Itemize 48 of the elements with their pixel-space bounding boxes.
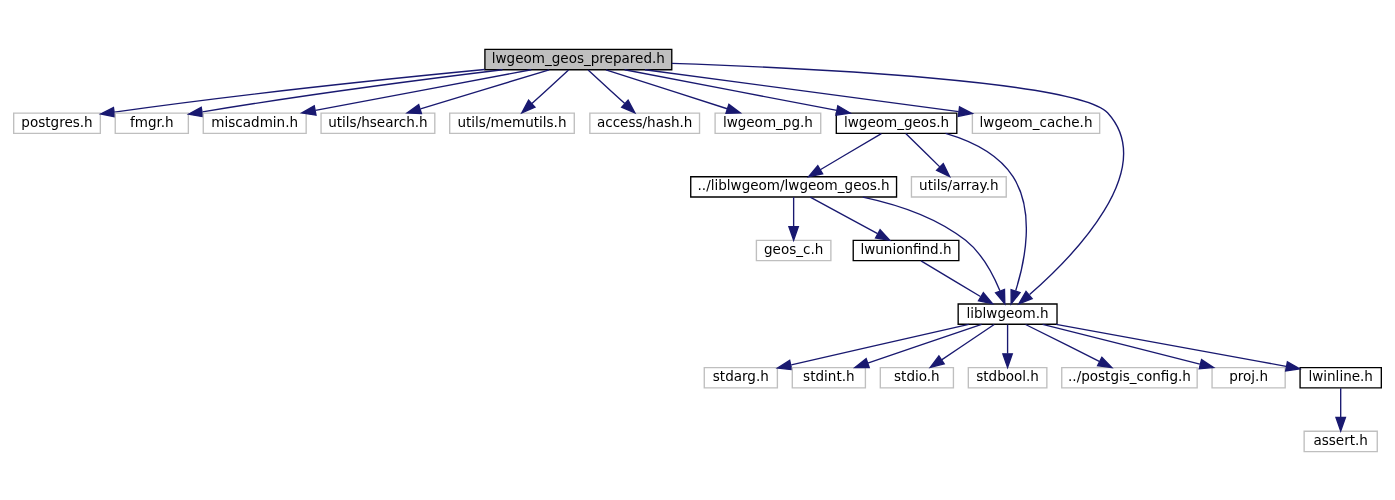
arrow — [405, 68, 550, 114]
node-box: lwgeom_geos_prepared.h — [484, 48, 673, 70]
arrow — [587, 68, 637, 114]
arrow — [1024, 323, 1114, 368]
arrow — [806, 132, 883, 178]
node-box: stdio.h — [879, 366, 955, 389]
arrow — [299, 68, 532, 116]
arrow — [1041, 323, 1216, 370]
node-box: postgres.h — [13, 111, 101, 134]
arrow — [520, 68, 570, 114]
node-box: stdarg.h — [703, 366, 779, 389]
node-box: assert.h — [1303, 430, 1378, 452]
node-box: lwgeom_pg.h — [714, 111, 822, 134]
arrow — [905, 132, 952, 178]
arrow — [809, 196, 892, 241]
arrow — [920, 259, 995, 305]
arrow — [775, 323, 970, 370]
node-box: utils/memutils.h — [449, 111, 575, 134]
arrow — [1335, 386, 1347, 433]
node-box: lwgeom_geos.h — [835, 111, 958, 134]
node-box: ../postgis_config.h — [1061, 366, 1198, 389]
node-box: lwinline.h — [1299, 366, 1382, 389]
node-box: access/hash.h — [589, 111, 701, 134]
node-box: fmgr.h — [114, 111, 190, 134]
arrow — [605, 68, 743, 114]
node-box: geos_c.h — [755, 239, 832, 261]
arrow — [1001, 323, 1014, 369]
node-box: lwunionfind.h — [852, 239, 960, 261]
arrow — [644, 68, 975, 117]
node-box: lwgeom_cache.h — [971, 111, 1101, 134]
node-box: proj.h — [1211, 366, 1286, 389]
arrow — [623, 68, 853, 116]
node-box: stdint.h — [791, 366, 867, 389]
arrow — [944, 132, 1027, 306]
node-box: miscadmin.h — [202, 111, 307, 134]
arrow — [928, 323, 995, 369]
node-box: liblwgeom.h — [957, 302, 1058, 325]
arrow — [862, 195, 1006, 306]
arrow — [852, 323, 983, 368]
node-box: utils/array.h — [910, 175, 1007, 198]
arrow — [787, 196, 800, 242]
node-box: stdbool.h — [967, 366, 1048, 389]
arrow — [186, 68, 504, 117]
arrow — [1055, 323, 1302, 372]
node-box: ../liblwgeom/lwgeom_geos.h — [690, 175, 898, 198]
arrow — [98, 68, 486, 118]
arrow — [671, 62, 1124, 305]
node-box: utils/hsearch.h — [320, 111, 436, 134]
